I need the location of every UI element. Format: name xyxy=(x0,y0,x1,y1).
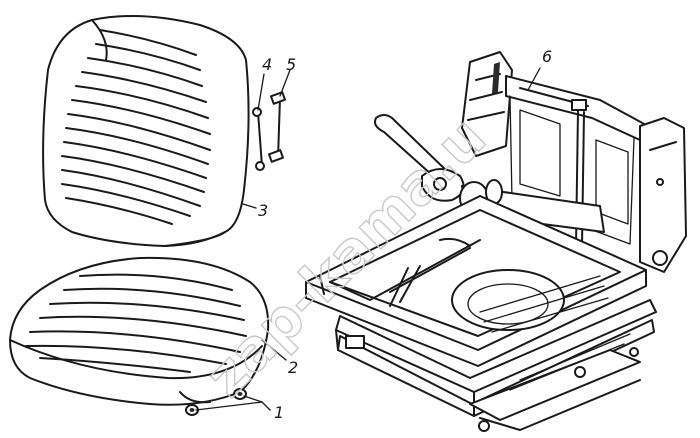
cushion-stitch-lines xyxy=(25,273,247,373)
backrest-stitch-lines xyxy=(61,29,211,225)
seat-cushion xyxy=(9,256,270,406)
seat-frame-mechanism xyxy=(305,51,687,432)
callout-3: 3 xyxy=(258,201,268,220)
callout-5: 5 xyxy=(286,55,296,74)
fasteners-4-5 xyxy=(252,91,287,171)
callout-labels: 1 2 3 4 5 6 xyxy=(258,47,552,422)
seat-backrest xyxy=(42,15,250,247)
callout-4: 4 xyxy=(262,55,272,74)
mounting-nuts xyxy=(185,388,247,416)
callout-1: 1 xyxy=(274,403,284,422)
leader-lines xyxy=(195,67,541,411)
callout-2: 2 xyxy=(288,358,298,377)
callout-6: 6 xyxy=(542,47,552,66)
